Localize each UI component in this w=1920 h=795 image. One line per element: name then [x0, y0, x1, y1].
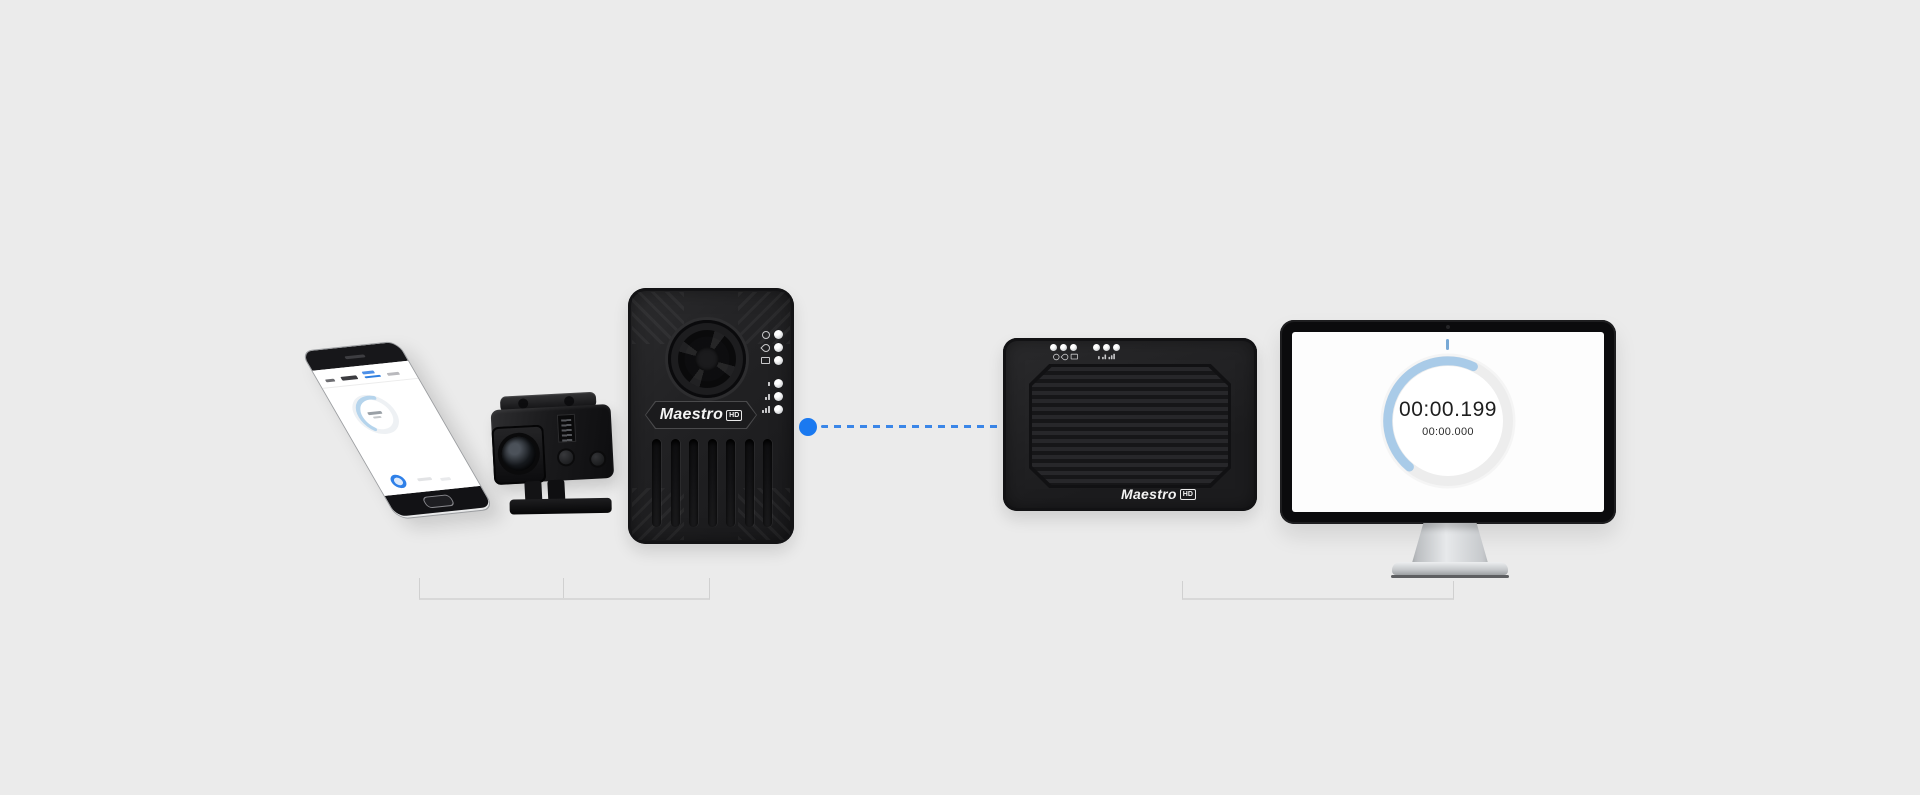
progress-ring-icon: [1380, 353, 1516, 489]
signal-mid-icon: [1102, 354, 1107, 360]
smartphone-screen: [312, 360, 481, 496]
smartphone-body: [300, 340, 495, 520]
brand-name: Maestro: [1121, 486, 1177, 502]
action-camera: [484, 391, 622, 522]
app-footer-item: [439, 477, 452, 481]
power-icon: [762, 330, 770, 339]
brand-logo: Maestro HD: [660, 406, 743, 424]
brand-name: Maestro: [659, 406, 724, 423]
signal-mid-led: [774, 392, 783, 401]
app-back-item: [324, 378, 336, 383]
wireless-led: [1060, 344, 1067, 351]
fan-icon: [668, 320, 746, 398]
lens-icon: [500, 435, 537, 472]
monitor-stand-neck: [1412, 523, 1488, 563]
signal-high-icon: [1108, 353, 1115, 360]
camera-led: [1070, 344, 1077, 351]
power-icon: [1053, 353, 1060, 361]
group-bracket-left: [419, 578, 710, 600]
camera-body: [490, 403, 615, 486]
progress-ring-icon: [352, 394, 399, 434]
camera-lens-block: [491, 424, 547, 486]
signal-low-led: [774, 379, 783, 388]
home-button-icon: [421, 494, 456, 509]
status-led-group: [760, 330, 783, 365]
record-button-icon: [387, 474, 410, 489]
smartphone: [300, 340, 495, 520]
signal-mid-led: [1103, 344, 1110, 351]
ribbed-panel: [1029, 364, 1231, 488]
bracket-divider-tick: [563, 578, 564, 598]
monitor-stand-base: [1392, 562, 1508, 575]
tab-underline: [364, 374, 382, 379]
shutter-button-icon: [558, 449, 574, 465]
wireless-icon: [760, 341, 772, 354]
logo-plate: Maestro HD: [645, 401, 757, 429]
wireless-link-dashed-line: [821, 425, 1003, 428]
group-bracket-right: [1182, 581, 1454, 600]
brand-logo: Maestro HD: [1121, 486, 1196, 502]
camera-icon: [761, 357, 770, 364]
wireless-led: [774, 343, 783, 352]
status-screen-icon: [556, 413, 577, 443]
signal-high-led: [1113, 344, 1120, 351]
transmitter-led-panel: [760, 330, 783, 414]
camera-led: [774, 356, 783, 365]
mode-button-icon: [590, 452, 605, 466]
signal-high-led: [774, 405, 783, 414]
app-active-tab: [361, 370, 382, 379]
signal-led-group: [761, 379, 783, 414]
camera-icon: [1070, 353, 1078, 360]
heat-sink-grooves: [652, 439, 772, 527]
wireless-icon: [1060, 352, 1070, 362]
speaker-slot-icon: [344, 354, 366, 360]
signal-low-led: [1093, 344, 1100, 351]
monitor-stand-shadow: [1391, 575, 1509, 578]
monitor: 00:00.199 00:00.000: [1280, 320, 1616, 524]
app-footer-item: [416, 477, 433, 482]
signal-low-icon: [1098, 354, 1100, 360]
hd-badge: HD: [1179, 488, 1196, 500]
camera-mount-base: [509, 497, 612, 515]
timer-sub-value: 00:00.000: [1422, 426, 1474, 438]
power-led: [774, 330, 783, 339]
app-inactive-tab: [386, 371, 401, 376]
webcam-dot-icon: [1446, 325, 1450, 329]
signal-low-icon: [768, 381, 770, 386]
progress-start-tick-icon: [1446, 339, 1449, 350]
power-led: [1050, 344, 1057, 351]
signal-led-group: [1093, 344, 1120, 361]
receiver-led-panel: [1050, 344, 1120, 362]
transmitter-device: Maestro HD: [628, 288, 794, 544]
signal-high-icon: [762, 406, 770, 413]
wireless-link-dot: [799, 418, 817, 436]
hd-badge: HD: [726, 409, 743, 421]
receiver-device: Maestro HD: [1003, 338, 1257, 511]
timer-main-value: 00:00.199: [1399, 398, 1497, 421]
signal-mid-icon: [765, 393, 770, 400]
monitor-screen: 00:00.199 00:00.000: [1292, 332, 1604, 512]
status-led-group: [1050, 344, 1081, 362]
app-title-item: [340, 375, 359, 381]
